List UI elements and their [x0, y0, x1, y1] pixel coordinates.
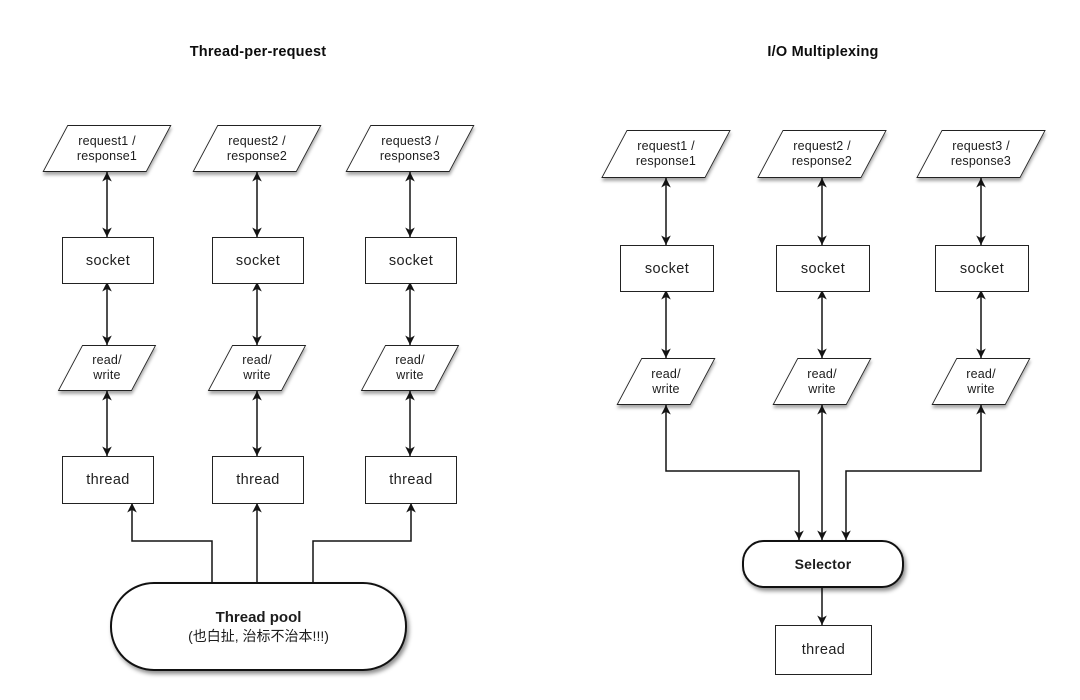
- left-socket-2-box: socket: [212, 237, 304, 284]
- left-request-response-1-label: request1 / response1: [76, 133, 138, 163]
- left-request-response-3-label: request3 / response3: [379, 133, 441, 163]
- left-request-response-3-parallelogram: request3 / response3: [345, 125, 475, 172]
- arrow-right-rw3-selector: [841, 405, 986, 540]
- right-request-response-2-label: request2 / response2: [791, 139, 853, 168]
- thread-pool-stadium: Thread pool (也白扯, 治标不治本!!!): [110, 582, 407, 671]
- selector-stadium: Selector: [742, 540, 904, 588]
- right-request-response-1-label: request1 / response1: [635, 139, 697, 168]
- left-diagram-title: Thread-per-request: [189, 44, 327, 60]
- right-request-response-1-parallelogram: request1 / response1: [601, 130, 731, 178]
- arrow-right-rw1-selector: [661, 405, 804, 540]
- thread-pool-note: (也白扯, 治标不治本!!!): [188, 628, 329, 645]
- thread-pool-text: Thread pool (也白扯, 治标不治本!!!): [188, 608, 329, 646]
- right-socket-3-box: socket: [935, 245, 1029, 292]
- right-read-write-2-parallelogram: read/ write: [772, 358, 872, 405]
- right-request-response-2-parallelogram: request2 / response2: [757, 130, 887, 178]
- left-read-write-2-label: read/ write: [242, 353, 272, 382]
- left-socket-1-box: socket: [62, 237, 154, 284]
- left-read-write-3-label: read/ write: [395, 353, 425, 382]
- right-read-write-1-parallelogram: read/ write: [616, 358, 716, 405]
- left-read-write-2-parallelogram: read/ write: [207, 345, 307, 391]
- left-request-response-1-parallelogram: request1 / response1: [42, 125, 172, 172]
- right-read-write-3-label: read/ write: [966, 366, 996, 396]
- left-read-write-1-parallelogram: read/ write: [57, 345, 157, 391]
- right-read-write-2-label: read/ write: [807, 366, 837, 396]
- left-request-response-2-parallelogram: request2 / response2: [192, 125, 322, 172]
- left-request-response-2-label: request2 / response2: [226, 133, 288, 163]
- right-read-write-1-label: read/ write: [651, 366, 681, 396]
- arrow-pool-thread1: [127, 503, 213, 582]
- right-thread-box: thread: [775, 625, 872, 675]
- left-read-write-1-label: read/ write: [92, 353, 122, 382]
- left-thread-1-box: thread: [62, 456, 154, 504]
- right-socket-2-box: socket: [776, 245, 870, 292]
- right-read-write-3-parallelogram: read/ write: [931, 358, 1031, 405]
- right-socket-1-box: socket: [620, 245, 714, 292]
- left-thread-3-box: thread: [365, 456, 457, 504]
- right-request-response-3-parallelogram: request3 / response3: [916, 130, 1046, 178]
- thread-pool-title: Thread pool: [215, 608, 302, 626]
- left-read-write-3-parallelogram: read/ write: [360, 345, 460, 391]
- right-diagram-title: I/O Multiplexing: [767, 44, 879, 60]
- left-socket-3-box: socket: [365, 237, 457, 284]
- left-thread-2-box: thread: [212, 456, 304, 504]
- arrow-pool-thread3: [312, 503, 416, 582]
- right-request-response-3-label: request3 / response3: [950, 139, 1012, 168]
